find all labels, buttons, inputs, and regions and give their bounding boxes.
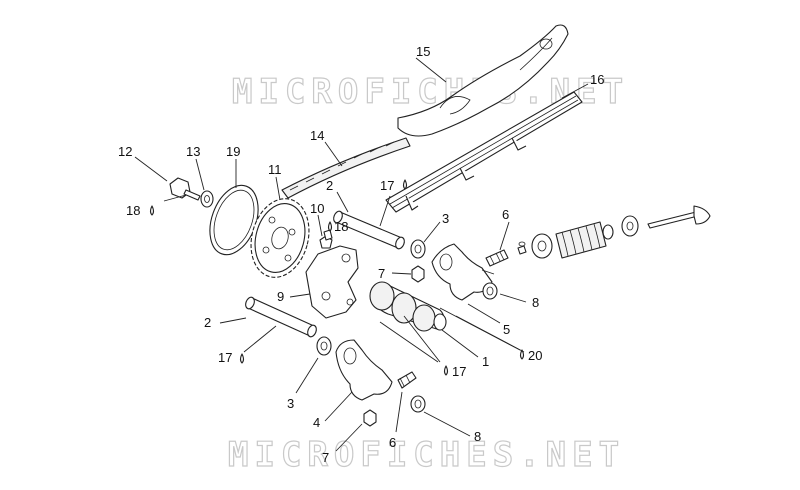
nut-lower xyxy=(363,409,377,427)
camshaft-plate xyxy=(305,245,359,319)
leader-lines xyxy=(134,57,589,452)
spring-retainer xyxy=(531,233,553,259)
drop-icon-17a xyxy=(402,179,408,190)
callout-2a: 2 xyxy=(326,178,333,193)
camshaft-sprocket xyxy=(250,198,310,278)
callout-15: 15 xyxy=(416,44,430,59)
adjuster-screw-upper xyxy=(485,249,509,267)
callout-4: 4 xyxy=(313,415,320,430)
shim-upper xyxy=(410,239,426,259)
nut-upper xyxy=(411,265,425,283)
watermark-bottom: MICROFICHES.NET xyxy=(228,435,625,475)
washer-lower xyxy=(410,395,426,413)
valve xyxy=(647,205,711,229)
shim-lower xyxy=(316,336,332,356)
valve-spring xyxy=(555,221,607,259)
drop-icon-17c xyxy=(443,365,449,376)
callout-18a: 18 xyxy=(126,203,140,218)
rocker-shaft-lower xyxy=(245,296,317,338)
valve-spring-seat xyxy=(602,224,614,240)
drop-icon-17b xyxy=(239,353,245,364)
callout-7b: 7 xyxy=(322,450,329,465)
chain-tensioner-slide xyxy=(397,24,569,137)
washer-upper xyxy=(482,282,498,300)
camshaft xyxy=(369,281,447,332)
bolt xyxy=(169,177,201,201)
callout-1: 1 xyxy=(482,354,489,369)
callout-17a: 17 xyxy=(380,178,394,193)
adjuster-screw-lower xyxy=(397,371,417,389)
callout-18b: 18 xyxy=(334,219,348,234)
callout-8b: 8 xyxy=(474,429,481,444)
rocker-arm-lower xyxy=(335,339,393,401)
callout-17b: 17 xyxy=(218,350,232,365)
callout-7a: 7 xyxy=(378,266,385,281)
callout-17c: 17 xyxy=(452,364,466,379)
drop-icon-20 xyxy=(519,349,525,360)
callout-16: 16 xyxy=(590,72,604,87)
drop-icon-18b xyxy=(327,221,333,232)
chain-guide xyxy=(385,91,583,213)
callout-3b: 3 xyxy=(287,396,294,411)
callout-20: 20 xyxy=(528,348,542,363)
callout-12: 12 xyxy=(118,144,132,159)
callout-11: 11 xyxy=(268,162,282,177)
callout-10: 10 xyxy=(310,201,324,216)
callout-8a: 8 xyxy=(532,295,539,310)
timing-chain xyxy=(281,137,411,199)
callout-6a: 6 xyxy=(502,207,509,222)
callout-6b: 6 xyxy=(389,435,396,450)
callout-19: 19 xyxy=(226,144,240,159)
valve-seal-washer xyxy=(621,215,639,237)
callout-5: 5 xyxy=(503,322,510,337)
rocker-shaft-upper xyxy=(333,210,405,250)
callout-13: 13 xyxy=(186,144,200,159)
callout-14: 14 xyxy=(310,128,324,143)
washer xyxy=(200,190,214,208)
callout-2b: 2 xyxy=(204,315,211,330)
valve-keepers xyxy=(517,241,527,255)
callout-9: 9 xyxy=(277,289,284,304)
small-bolt xyxy=(319,229,333,249)
callout-3a: 3 xyxy=(442,211,449,226)
drop-icon-18a xyxy=(149,205,155,216)
callout-labels: 15 16 14 12 13 19 11 18 10 18 2 17 3 6 7… xyxy=(118,44,604,465)
